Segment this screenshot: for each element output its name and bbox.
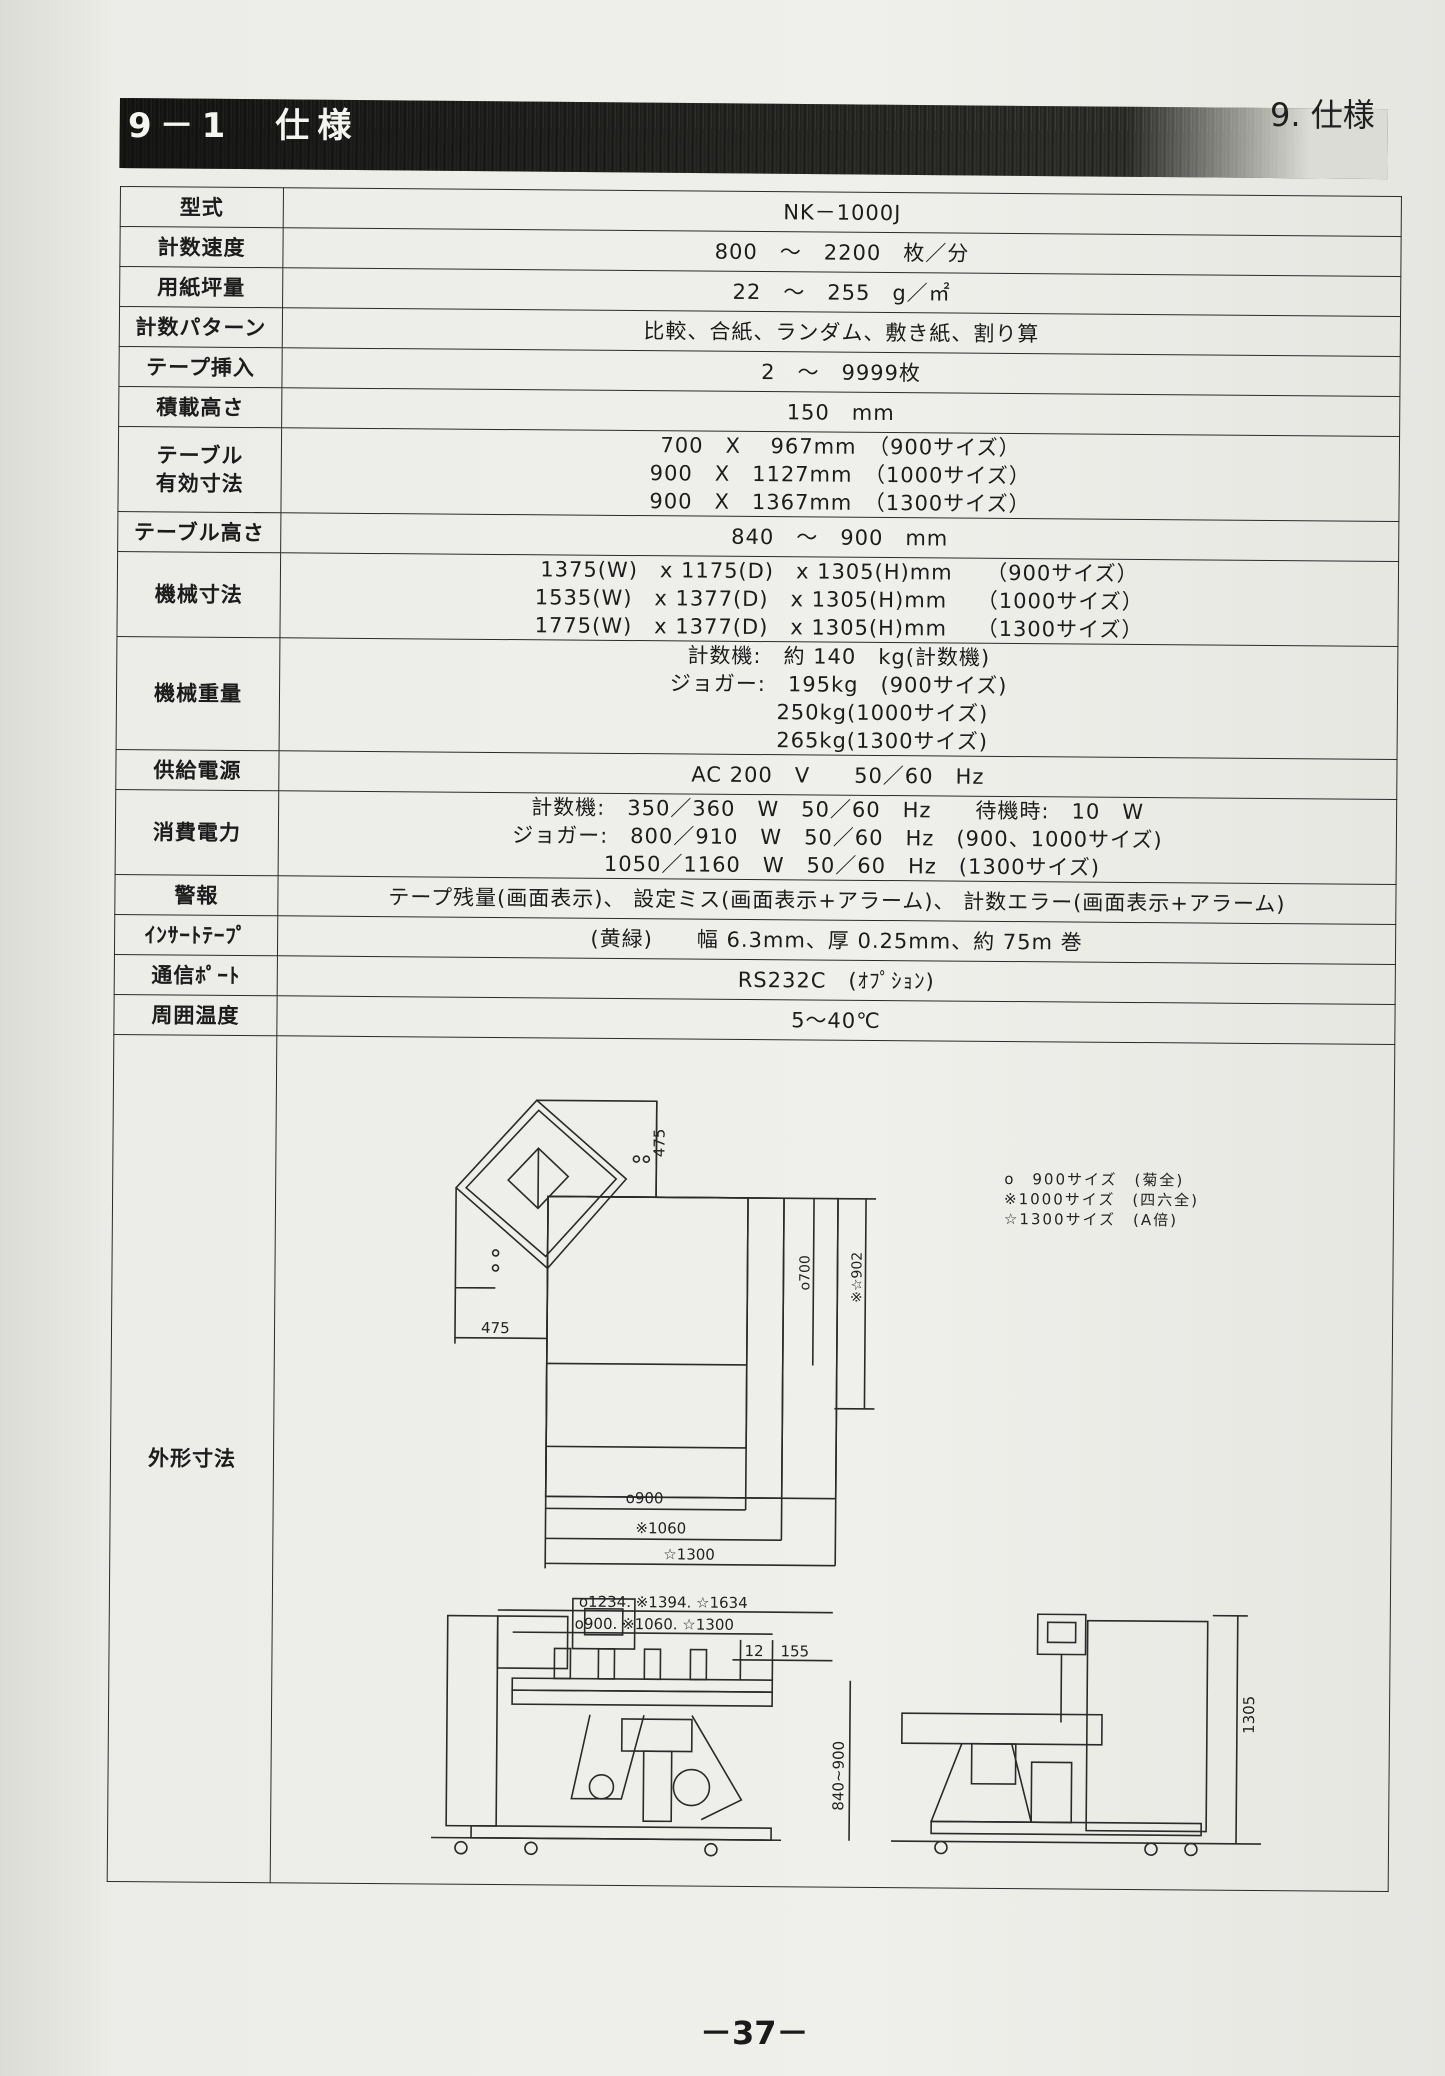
dim-902: ※☆902 (849, 1252, 865, 1303)
outline-dimension-label: 外形寸法 (107, 1034, 277, 1883)
outline-drawing-cell: 475 475 (270, 1035, 1395, 1892)
spec-value-line: 22 ～ 255 g／㎡ (732, 279, 951, 306)
spec-label: 機械重量 (116, 636, 280, 751)
spec-value: 計数機: 約 140 kg(計数機)ジョガー: 195kg (900サイズ) 2… (279, 637, 1398, 760)
dim-475-horizontal: 475 (481, 1319, 510, 1337)
spec-value-line: 5～40℃ (791, 1007, 881, 1033)
outline-dimension-row: 外形寸法 (107, 1034, 1395, 1892)
dim-700: o700 (797, 1255, 813, 1290)
spec-value: 700 X 967mm （900サイズ）900 X 1127mm （1000サイ… (280, 427, 1400, 522)
dim-900: o900 (626, 1489, 664, 1507)
dim-1300: ☆1300 (663, 1545, 715, 1563)
spec-value-line: 840 ～ 900 mm (731, 524, 949, 551)
section-title: 9－1 仕様 (128, 106, 360, 146)
page-number: －37－ (700, 2014, 809, 2052)
spec-label: 積載高さ (118, 386, 282, 428)
legend-900: o 900サイズ (菊全) (1004, 1170, 1184, 1189)
spec-label: ｲﾝｻｰﾄﾃｰﾌﾟ (114, 914, 278, 956)
front-dim-12: 12 (744, 1642, 763, 1660)
spec-label: 計数速度 (119, 226, 284, 268)
spec-label: 機械寸法 (116, 551, 281, 638)
spec-value-line: (黄緑) 幅 6.3mm、厚 0.25mm、約 75m 巻 (590, 926, 1083, 955)
spec-label: テープ挿入 (118, 346, 283, 388)
spec-label: テーブル高さ (117, 511, 281, 553)
outline-drawing: 475 475 (431, 1099, 1262, 1857)
spec-value-line: NK－1000J (783, 199, 902, 225)
top-view-table (544, 1195, 839, 1566)
front-dim-height: 840~900 (829, 1741, 848, 1811)
chapter-title: 9. 仕様 (1270, 96, 1375, 134)
spec-label: 周囲温度 (113, 994, 278, 1036)
front-dim-mid: o900. ※1060. ☆1300 (575, 1615, 734, 1634)
legend-1000: ※1000サイズ (四六全) (1004, 1190, 1199, 1210)
spec-value-line: RS232C (ｵﾌﾟｼｮﾝ) (737, 967, 935, 993)
spec-label: 型式 (120, 186, 284, 228)
front-view (431, 1597, 782, 1857)
side-view (891, 1613, 1262, 1857)
spec-value-line: テープ残量(画面表示)、 設定ミス(画面表示+アラーム)、 計数エラー(画面表示… (388, 884, 1286, 916)
spec-value-line: 800 ～ 2200 枚／分 (714, 239, 970, 266)
spec-label: 計数パターン (119, 306, 283, 348)
spec-value: 1375(W) x 1175(D) x 1305(H)mm （900サイズ）15… (279, 552, 1399, 647)
spec-label: 通信ﾎﾟｰﾄ (114, 954, 278, 996)
side-dim-height: 1305 (1240, 1696, 1258, 1734)
spec-table-body: 型式 NK－1000J 計数速度 800 ～ 2200 枚／分用紙坪量 22 ～ 255… (113, 186, 1402, 1045)
spec-label: 消費電力 (115, 789, 279, 876)
legend-1300: ☆1300サイズ (A倍) (1004, 1210, 1178, 1229)
front-dim-155: 155 (780, 1642, 809, 1660)
spec-value-line: 150 mm (786, 399, 895, 425)
spec-row: 機械重量計数機: 約 140 kg(計数機)ジョガー: 195kg (900サイ… (116, 636, 1398, 760)
spec-value-line: AC 200 V 50／60 Hz (691, 762, 985, 789)
top-view-jogger (454, 1099, 658, 1289)
dim-1060: ※1060 (635, 1519, 686, 1537)
spec-label: テーブル 有効寸法 (117, 426, 282, 513)
dim-475-vertical: 475 (650, 1129, 668, 1158)
spec-value-line: 比較、合紙、ランダム、敷き紙、割り算 (643, 318, 1040, 346)
spec-value-line: 2 ～ 9999枚 (761, 359, 922, 385)
spec-label: 用紙坪量 (119, 266, 283, 308)
spec-label: 供給電源 (115, 749, 280, 791)
front-dim-top: o1234. ※1394. ☆1634 (579, 1593, 748, 1612)
spec-table: 型式 NK－1000J 計数速度 800 ～ 2200 枚／分用紙坪量 22 ～ 255… (107, 186, 1402, 1892)
spec-label: 警報 (114, 874, 279, 916)
